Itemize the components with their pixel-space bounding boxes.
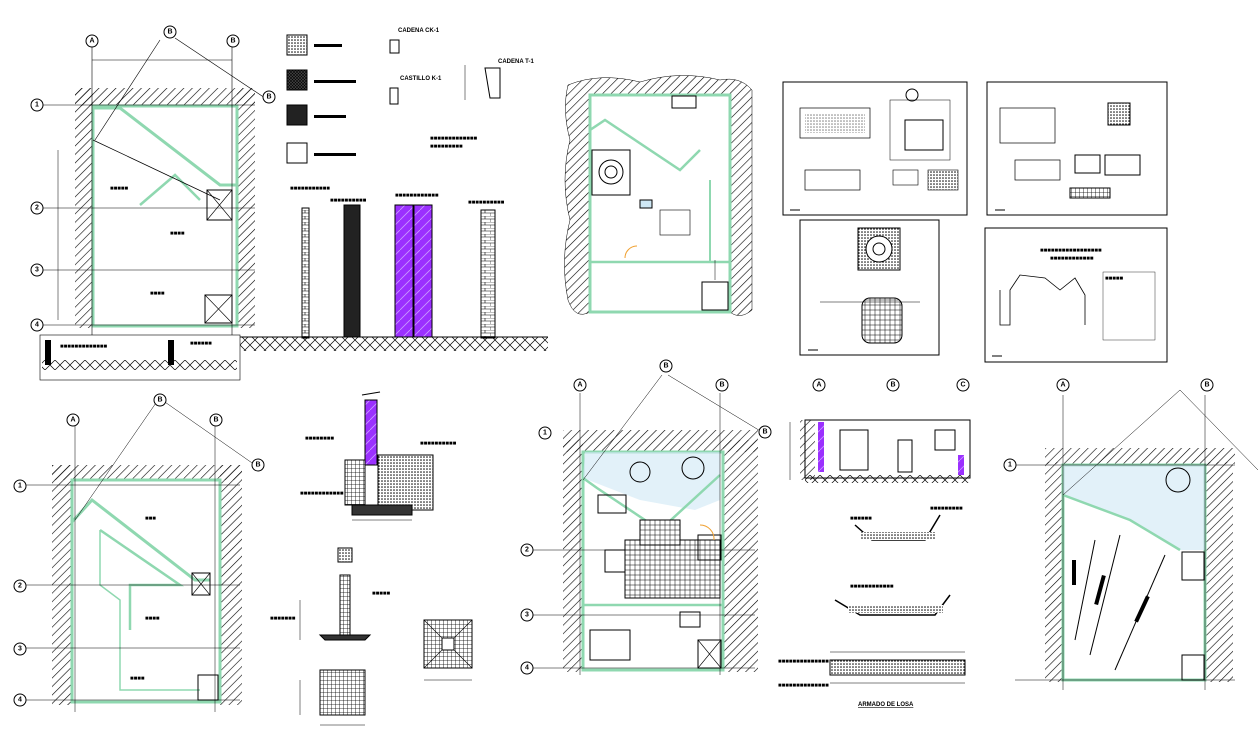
floor-plan-5-roof: A B 1 xyxy=(1003,378,1258,690)
svg-text:■■■■■■■■■■■■■■: ■■■■■■■■■■■■■■ xyxy=(778,683,829,689)
svg-text:1: 1 xyxy=(1008,462,1012,469)
floor-plan-2: ■■■ ■■■■ ■■■■ A B B B 1 2 3 4 xyxy=(13,393,265,712)
svg-text:3: 3 xyxy=(35,267,39,274)
svg-text:A: A xyxy=(816,382,821,389)
svg-text:■■■■: ■■■■ xyxy=(145,616,160,622)
plumbing-isometric: ■■■■■■■■■■■■■■■■■ ■■■■■■■■■■■■ ■■■■■ xyxy=(984,227,1168,363)
axis-bubbles-plan1: A B B B 1 2 3 4 xyxy=(30,25,276,332)
svg-text:■■■■■■■■■■■: ■■■■■■■■■■■ xyxy=(290,186,330,192)
svg-text:3: 3 xyxy=(525,612,529,619)
reinforcement-details: CADENA CK-1 CASTILLO K-1 CADENA T-1 ■■■■… xyxy=(389,28,534,150)
svg-text:4: 4 xyxy=(35,322,39,329)
svg-text:2: 2 xyxy=(525,547,529,554)
axis-bubbles-plan5: A B 1 xyxy=(1003,378,1214,472)
svg-text:■■■■■■■■■■■■■: ■■■■■■■■■■■■■ xyxy=(430,136,477,142)
svg-text:■■■■■■■: ■■■■■■■ xyxy=(270,616,296,622)
svg-text:■■■■: ■■■■ xyxy=(130,676,145,682)
svg-text:A: A xyxy=(70,417,75,424)
wall-types: ■■■■■■■■■■■ ■■■■■■■■■■ ■■■■■■■■■■■■ ■■■■… xyxy=(240,186,548,351)
svg-text:B: B xyxy=(762,429,767,436)
svg-text:B: B xyxy=(890,382,895,389)
svg-text:■■■■: ■■■■ xyxy=(150,291,165,297)
svg-text:■■■■■■■■■■: ■■■■■■■■■■ xyxy=(420,441,457,447)
svg-text:■■■■■■: ■■■■■■ xyxy=(850,516,872,522)
svg-text:B: B xyxy=(663,363,668,370)
svg-text:■■■■■■■■■■■■■■: ■■■■■■■■■■■■■■ xyxy=(778,659,829,665)
svg-text:■■■■■■: ■■■■■■ xyxy=(190,341,212,347)
svg-text:3: 3 xyxy=(18,646,22,653)
svg-text:■■■■■: ■■■■■ xyxy=(372,591,390,597)
svg-text:A: A xyxy=(89,38,94,45)
svg-text:■■■■: ■■■■ xyxy=(170,231,185,237)
floor-plan-1: ■■■■■ ■■■■ ■■■■ A B B B 1 2 3 4 xyxy=(30,25,276,335)
svg-text:■■■■■■■■■■■■: ■■■■■■■■■■■■ xyxy=(850,584,894,590)
svg-text:4: 4 xyxy=(18,697,22,704)
svg-text:B: B xyxy=(1204,382,1209,389)
svg-text:B: B xyxy=(230,38,235,45)
svg-text:CASTILLO K-1: CASTILLO K-1 xyxy=(400,76,442,82)
water-tank-detail xyxy=(799,219,940,356)
svg-text:1: 1 xyxy=(543,430,547,437)
svg-text:ARMADO DE LOSA: ARMADO DE LOSA xyxy=(858,702,914,708)
svg-text:B: B xyxy=(167,29,172,36)
svg-text:■■■■■: ■■■■■ xyxy=(110,186,128,192)
slab-sections: ■■■■■■ ■■■■■■■■■ ■■■■■■■■■■■■ xyxy=(834,506,963,616)
axis-bubbles-plan2: A B B B 1 2 3 4 xyxy=(13,393,265,707)
svg-text:■■■■■■■■■■: ■■■■■■■■■■ xyxy=(330,198,367,204)
foundation-detail-1: ■■■■■■■■■■■■■ ■■■■■■ xyxy=(39,334,241,381)
svg-text:C: C xyxy=(960,382,965,389)
footing-plan-b xyxy=(299,669,366,726)
floor-plan-3 xyxy=(564,75,753,316)
svg-text:■■■■■■■■■: ■■■■■■■■■ xyxy=(930,506,963,512)
svg-text:B: B xyxy=(213,417,218,424)
svg-text:CADENA CK-1: CADENA CK-1 xyxy=(398,28,440,34)
svg-text:A: A xyxy=(577,382,582,389)
foundation-wall-section: ■■■■■■■■ ■■■■■■■■■■■■ ■■■■■■■■■■ xyxy=(300,391,457,521)
section-elevation: A B C xyxy=(789,378,971,483)
svg-text:2: 2 xyxy=(18,583,22,590)
svg-text:B: B xyxy=(255,462,260,469)
floor-plan-4-furnished: A B B B 1 2 3 4 xyxy=(520,359,772,675)
footing-plan-a xyxy=(423,619,473,681)
svg-text:■■■■■■■■: ■■■■■■■■ xyxy=(305,436,334,442)
axis-bubbles-plan4: A B B B 1 2 3 4 xyxy=(520,359,772,675)
svg-text:■■■■■■■■■■■■■■■■■: ■■■■■■■■■■■■■■■■■ xyxy=(1040,248,1102,254)
svg-text:■■■■■■■■■■■■: ■■■■■■■■■■■■ xyxy=(300,491,344,497)
svg-text:1: 1 xyxy=(18,483,22,490)
svg-text:B: B xyxy=(719,382,724,389)
svg-text:CADENA T-1: CADENA T-1 xyxy=(498,59,534,65)
svg-text:■■■■■■■■■■■■■: ■■■■■■■■■■■■■ xyxy=(60,344,107,350)
svg-text:■■■■■: ■■■■■ xyxy=(1105,276,1123,282)
svg-text:2: 2 xyxy=(35,205,39,212)
detail-sheet-1 xyxy=(782,81,968,216)
svg-text:B: B xyxy=(157,397,162,404)
svg-text:B: B xyxy=(266,94,271,101)
detail-sheet-2 xyxy=(986,81,1168,216)
slab-reinforcement: ■■■■■■■■■■■■■■ ■■■■■■■■■■■■■■ ARMADO DE … xyxy=(778,651,966,708)
svg-text:■■■■■■■■■■■■: ■■■■■■■■■■■■ xyxy=(395,193,439,199)
svg-text:■■■■■■■■■■: ■■■■■■■■■■ xyxy=(468,200,505,206)
svg-text:■■■■■■■■■: ■■■■■■■■■ xyxy=(430,144,463,150)
footing-detail: ■■■■■ ■■■■■■■ xyxy=(270,547,390,641)
svg-text:4: 4 xyxy=(525,665,529,672)
svg-text:A: A xyxy=(1060,382,1065,389)
svg-text:1: 1 xyxy=(35,102,39,109)
svg-text:■■■: ■■■ xyxy=(145,516,156,522)
svg-text:■■■■■■■■■■■■: ■■■■■■■■■■■■ xyxy=(1050,256,1094,262)
material-legend xyxy=(286,34,356,164)
axis-bubbles-elev: A B C xyxy=(812,378,970,392)
